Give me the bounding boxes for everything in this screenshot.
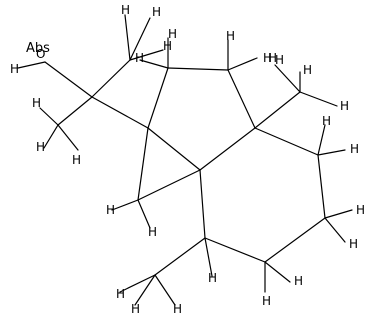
hydrogen-atom-label: H <box>262 294 271 308</box>
hydrogen-atom-label: H <box>131 302 140 313</box>
hydrogen-atom-label: H <box>32 96 41 110</box>
bond-line-20 <box>43 124 59 149</box>
hydrogen-atom-label: H <box>135 51 144 65</box>
bond-line-24 <box>129 49 164 61</box>
bond-line-22 <box>124 14 131 61</box>
bond-line-42 <box>134 274 156 306</box>
hydrogen-atom-label: H <box>340 99 349 113</box>
bond-line-29 <box>274 64 301 93</box>
hydrogen-atom-label: H <box>350 142 359 156</box>
bond-line-19 <box>39 107 59 126</box>
bond-line-34 <box>324 209 353 219</box>
hydrogen-atom-label: H <box>263 51 272 65</box>
bond-line-31 <box>299 91 338 107</box>
bond-layer <box>17 14 353 306</box>
bond-line-37 <box>264 261 291 283</box>
bond-line-21 <box>57 124 79 151</box>
bond-line-38 <box>204 237 213 277</box>
bond-line-3 <box>91 59 131 98</box>
hydrogen-atom-label: H <box>72 153 81 167</box>
hydrogen-atom-label: H <box>356 203 365 217</box>
bond-line-33 <box>317 149 346 156</box>
bond-line-9 <box>137 127 149 201</box>
hydrogen-atom-label: H <box>148 225 157 239</box>
bond-line-43 <box>154 274 176 306</box>
hydrogen-atom-label: H <box>152 5 161 19</box>
bond-line-11 <box>254 91 301 129</box>
bond-line-0 <box>91 96 149 129</box>
hydrogen-atom-label: H <box>116 287 125 301</box>
bond-line-16 <box>199 169 206 239</box>
bond-line-18 <box>17 61 46 69</box>
hydrogen-atom-label: H <box>168 27 177 41</box>
bond-line-8 <box>147 127 201 171</box>
bond-line-4 <box>147 67 169 129</box>
hydrogen-atom-label: H <box>208 271 217 285</box>
hydrogen-atom-label: H <box>36 140 45 154</box>
hydrogen-atom-label: H <box>268 51 277 65</box>
bond-line-12 <box>254 127 319 156</box>
bond-line-39 <box>111 199 139 211</box>
hydrogen-atom-label: H <box>226 29 235 43</box>
bond-line-17 <box>154 237 206 276</box>
bond-line-23 <box>129 17 151 61</box>
bond-line-28 <box>227 57 258 71</box>
bond-line-1 <box>44 61 93 98</box>
hydrogen-atom-label: H <box>322 114 331 128</box>
bond-line-13 <box>317 154 326 219</box>
bond-line-6 <box>227 69 256 129</box>
hydrogen-atom-label: H <box>294 274 303 288</box>
bond-line-2 <box>57 96 93 126</box>
hydrogen-atom-label: H <box>275 53 284 67</box>
hydrogen-atom-label: H <box>163 39 172 53</box>
bond-line-10 <box>137 169 201 201</box>
hydrogen-atom-label: H <box>10 62 19 76</box>
oxygen-atom-label: O <box>36 47 45 61</box>
stereo-abs-label: Abs <box>26 41 50 56</box>
bond-line-14 <box>264 217 326 263</box>
hydrogen-atom-label: H <box>303 63 312 77</box>
bond-line-40 <box>137 199 151 229</box>
bond-line-7 <box>199 127 256 171</box>
hydrogen-atom-label: H <box>349 237 358 251</box>
bond-line-26 <box>139 59 169 69</box>
bond-line-5 <box>167 67 229 71</box>
bond-line-15 <box>204 237 266 263</box>
bond-line-32 <box>317 124 326 156</box>
hydrogen-atom-label: H <box>173 302 182 313</box>
hydrogen-atom-label: H <box>121 3 130 17</box>
hydrogen-atom-label: H <box>106 203 115 217</box>
bond-line-41 <box>119 274 156 293</box>
bond-line-35 <box>324 217 346 243</box>
